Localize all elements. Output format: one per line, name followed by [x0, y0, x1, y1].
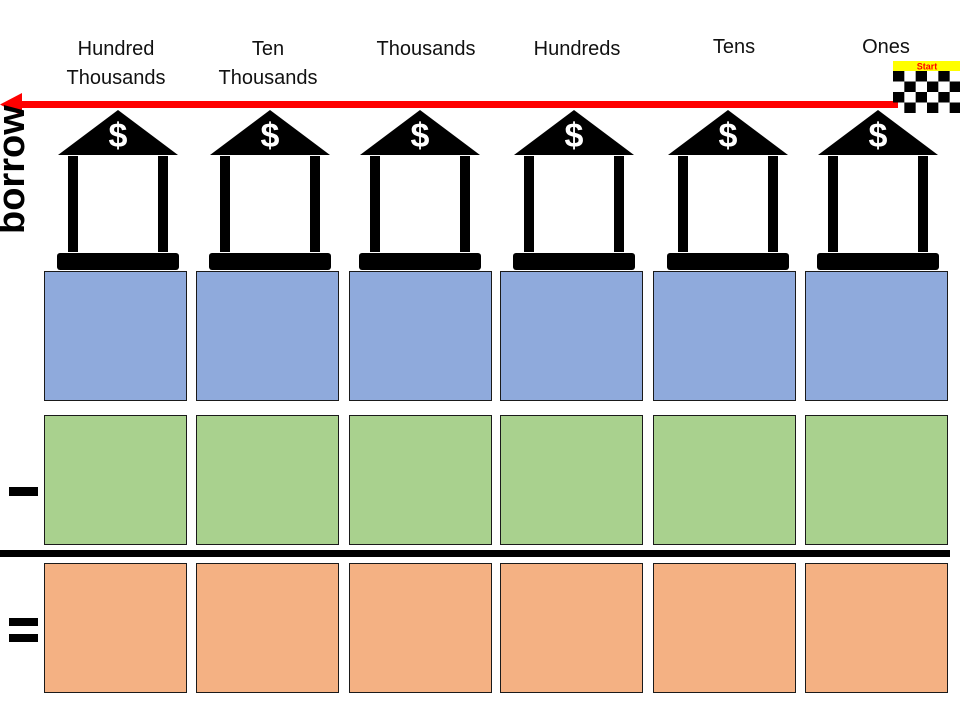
minuend-box-tens[interactable] [653, 271, 796, 401]
bank-base [513, 253, 635, 270]
borrow-arrow [0, 93, 898, 116]
subtrahend-box-ten-thousands[interactable] [196, 415, 339, 545]
bank-pillar [768, 156, 778, 252]
bank-base [359, 253, 481, 270]
dollar-sign: $ [411, 117, 430, 155]
result-box-ten-thousands[interactable] [196, 563, 339, 693]
result-box-hundreds[interactable] [500, 563, 643, 693]
header-hundred-thousands: Hundred Thousands [66, 38, 166, 89]
borrow-label: borrow [0, 105, 33, 234]
bank-pillar [220, 156, 230, 252]
bank-icon: $ [57, 110, 179, 270]
result-box-tens[interactable] [653, 563, 796, 693]
bank-roof [58, 110, 178, 155]
bank-base [209, 253, 331, 270]
bank-icon: $ [359, 110, 481, 270]
bank-pillar [828, 156, 838, 252]
result-box-hundred-thousands[interactable] [44, 563, 187, 693]
header-ten-thousands: Ten Thousands [218, 38, 318, 89]
bank-icon: $ [209, 110, 331, 270]
bank-roof [210, 110, 330, 155]
bank-icon: $ [667, 110, 789, 270]
header-hundreds: Hundreds [533, 38, 621, 60]
bank-pillar [524, 156, 534, 252]
checkered-pattern [893, 71, 960, 113]
start-flag-icon: Start [893, 61, 960, 113]
bank-pillar [310, 156, 320, 252]
bank-pillar [68, 156, 78, 252]
dollar-sign: $ [109, 117, 128, 155]
bank-roof [818, 110, 938, 155]
minuend-box-ones[interactable] [805, 271, 948, 401]
equals-sign [9, 618, 38, 642]
divider-line [0, 550, 950, 557]
bank-base [57, 253, 179, 270]
bank-pillar [370, 156, 380, 252]
header-ones: Ones [862, 36, 910, 58]
minuend-box-hundreds[interactable] [500, 271, 643, 401]
result-box-thousands[interactable] [349, 563, 492, 693]
subtrahend-box-ones[interactable] [805, 415, 948, 545]
bank-pillar [158, 156, 168, 252]
bank-pillar [918, 156, 928, 252]
bank-pillar [678, 156, 688, 252]
dollar-sign: $ [869, 117, 888, 155]
subtrahend-box-tens[interactable] [653, 415, 796, 545]
subtrahend-box-hundreds[interactable] [500, 415, 643, 545]
minus-sign [9, 487, 38, 496]
minuend-box-hundred-thousands[interactable] [44, 271, 187, 401]
minuend-box-ten-thousands[interactable] [196, 271, 339, 401]
header-thousands: Thousands [376, 38, 476, 60]
dollar-sign: $ [719, 117, 738, 155]
minuend-box-thousands[interactable] [349, 271, 492, 401]
bank-pillar [614, 156, 624, 252]
header-tens: Tens [712, 36, 756, 58]
bank-icon: $ [817, 110, 939, 270]
bank-roof [668, 110, 788, 155]
bank-base [667, 253, 789, 270]
subtrahend-box-thousands[interactable] [349, 415, 492, 545]
bank-base [817, 253, 939, 270]
bank-icon: $ [513, 110, 635, 270]
subtrahend-box-hundred-thousands[interactable] [44, 415, 187, 545]
dollar-sign: $ [261, 117, 280, 155]
bank-roof [514, 110, 634, 155]
bank-roof [360, 110, 480, 155]
dollar-sign: $ [565, 117, 584, 155]
result-box-ones[interactable] [805, 563, 948, 693]
start-flag-label: Start [917, 62, 938, 72]
bank-pillar [460, 156, 470, 252]
